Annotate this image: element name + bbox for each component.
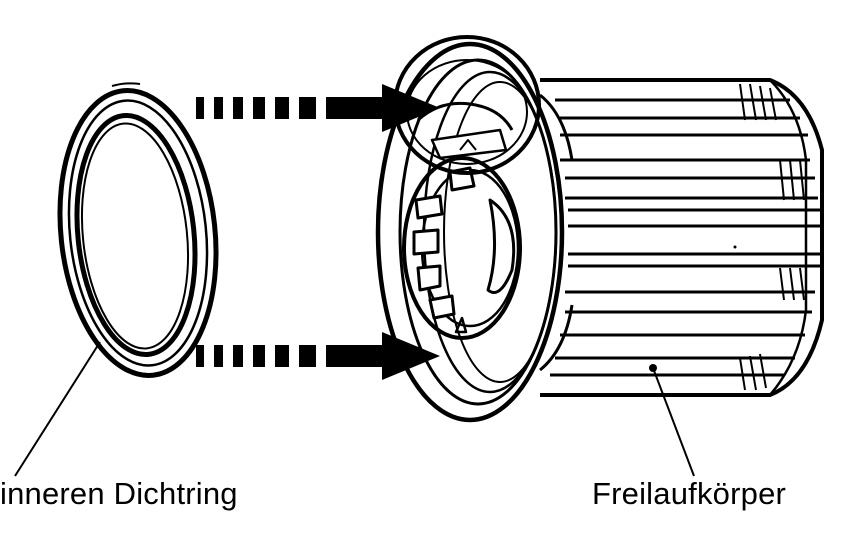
- freehub-body: [375, 35, 824, 423]
- seal-ring: [57, 82, 219, 378]
- label-freehub-body: Freilaufkörper: [592, 476, 787, 511]
- leader-lines: [14, 341, 695, 477]
- label-seal-ring: inneren Dichtring: [0, 476, 238, 511]
